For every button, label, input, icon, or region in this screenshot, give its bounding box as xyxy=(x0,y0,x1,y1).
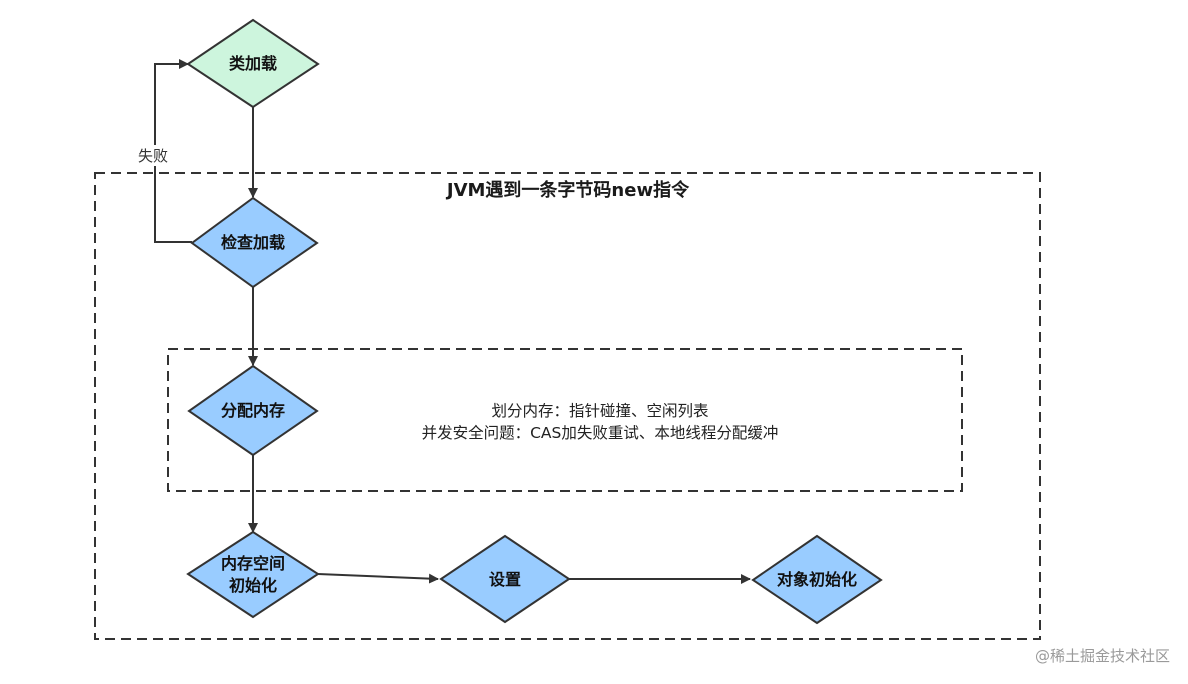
memory-note: 划分内存：指针碰撞、空闲列表 并发安全问题：CAS加失败重试、本地线程分配缓冲 xyxy=(330,400,870,444)
watermark: @稀土掘金技术社区 xyxy=(1034,647,1170,665)
check-load-label: 检查加载 xyxy=(220,233,285,252)
diamond-alloc-mem xyxy=(187,364,319,457)
obj-init-label: 对象初始化 xyxy=(776,570,857,589)
diamond-obj-init xyxy=(751,534,883,625)
diamond-class-load xyxy=(186,18,320,109)
memory-note-line-1: 划分内存：指针碰撞、空闲列表 xyxy=(491,402,709,420)
mem-init-label: 内存空间 初始化 xyxy=(220,554,285,595)
memory-note-line-2: 并发安全问题：CAS加失败重试、本地线程分配缓冲 xyxy=(421,424,779,442)
diamond-settings xyxy=(439,534,571,624)
memory-note-box xyxy=(167,348,963,492)
outer-group-title: JVM遇到一条字节码new指令 xyxy=(446,180,690,201)
alloc-mem-label: 分配内存 xyxy=(220,401,285,420)
outer-group-box xyxy=(94,172,1041,640)
diamond-check-load xyxy=(190,196,319,289)
fail-edge-label: 失败 xyxy=(136,145,171,166)
edge-meminit-to-settings xyxy=(317,573,439,584)
settings-label: 设置 xyxy=(488,570,521,589)
class-load-label: 类加载 xyxy=(228,54,277,73)
diamond-mem-init xyxy=(186,530,320,619)
